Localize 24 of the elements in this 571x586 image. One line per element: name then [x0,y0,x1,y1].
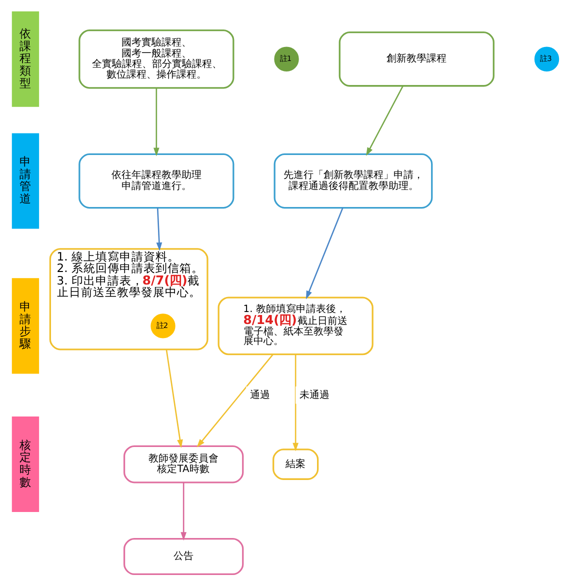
node-box: 教師發展委員會核定TA時數 [123,445,244,484]
node-circle: 註1 [274,46,299,72]
node-box: 先進行「創新教學課程」申請，課程通過後得配置教學助理。 [274,153,433,209]
arrow [306,208,344,300]
node-box: 依課程類型 [12,11,40,107]
node-box: 結案 [272,448,319,480]
node-circle: 註3 [534,46,560,72]
node-box: 申請管道 [12,133,40,229]
node-box: 國考實驗課程、國考一般課程、全實驗課程、部分實驗課程、數位課程、操作課程。 [78,29,234,89]
arrow [153,88,160,156]
node-box: 申請步驟 [12,278,40,374]
node-box: 依往年課程教學助理申請管道進行。 [78,153,234,209]
arrow [180,482,187,541]
node-box: 1. 教師填寫申請表後，8/14(四)截止日前送電子檔、紙本至教學發展中心。 [218,296,374,356]
edge-label: 未通過 [299,390,330,402]
edge-label: 通過 [250,390,270,402]
node-circle: 註2 [150,314,176,338]
arrow [156,208,162,251]
node-box: 公告 [123,538,244,576]
node-box: 創新教學課程 [338,32,494,87]
arrow [292,354,299,452]
arrow [366,86,404,156]
node-box: 核定時數 [12,416,40,512]
arrow [166,349,183,448]
